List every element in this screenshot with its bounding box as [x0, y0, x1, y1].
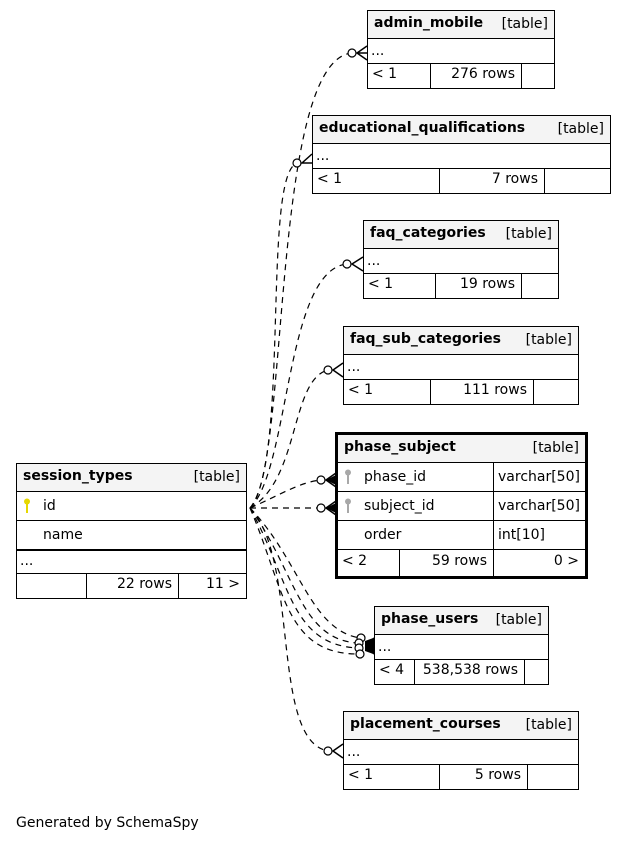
table-header: admin_mobile [table] [368, 11, 554, 39]
table-name[interactable]: phase_users [381, 611, 479, 627]
ellipsis: ... [371, 43, 385, 59]
edge-phase-id [249, 479, 322, 509]
table-type: [table] [505, 226, 552, 242]
table-placement-courses[interactable]: placement_courses [table] ... < 1 5 rows [343, 711, 579, 790]
ellipsis: ... [316, 148, 330, 164]
table-name[interactable]: session_types [23, 468, 133, 484]
table-type: [table] [501, 16, 548, 32]
table-name[interactable]: admin_mobile [374, 15, 484, 31]
more-columns-row: ... [368, 39, 554, 64]
column-name: name [43, 527, 83, 543]
primary-key-icon [24, 498, 30, 513]
stats-row: < 1 5 rows [344, 765, 578, 789]
table-educational-qualifications[interactable]: educational_qualifications [table] ... <… [312, 115, 611, 194]
stats-row: < 1 276 rows [368, 64, 554, 88]
column-type: int[10] [498, 527, 545, 543]
row-count: 7 rows [491, 171, 538, 187]
ellipsis: ... [347, 359, 361, 375]
table-name[interactable]: educational_qualifications [319, 120, 526, 136]
stats-row: < 4 538,538 rows [375, 660, 548, 684]
column-row: phase_id varchar[50] [338, 463, 585, 492]
parents-count[interactable]: < 1 [348, 767, 374, 783]
table-type: [table] [557, 121, 604, 137]
table-header: placement_courses [table] [344, 712, 578, 740]
stats-row: < 1 7 rows [313, 169, 610, 193]
more-columns-row: ... [344, 740, 578, 765]
table-phase-users[interactable]: phase_users [table] ... < 4 538,538 rows [374, 606, 549, 685]
column-type: varchar[50] [498, 469, 580, 485]
ellipsis: ... [347, 744, 361, 760]
row-count: 276 rows [451, 66, 515, 82]
edge-educational-qualifications [249, 162, 298, 509]
children-count[interactable]: 0 > [553, 553, 579, 569]
column-row: id [17, 492, 246, 521]
table-admin-mobile[interactable]: admin_mobile [table] ... < 1 276 rows [367, 10, 555, 89]
table-name[interactable]: faq_categories [370, 225, 486, 241]
row-count: 5 rows [474, 767, 521, 783]
row-count: 59 rows [431, 553, 487, 569]
row-count: 22 rows [116, 576, 172, 592]
stats-row: < 2 59 rows 0 > [338, 550, 585, 576]
parents-count[interactable]: < 1 [348, 382, 374, 398]
column-name: phase_id [364, 469, 427, 485]
edge-faq-sub-categories [249, 369, 329, 509]
more-columns-row: ... [313, 144, 610, 169]
more-columns-row: ... [375, 635, 548, 660]
column-name: subject_id [364, 498, 435, 514]
column-name: id [43, 498, 56, 514]
table-type: [table] [532, 440, 579, 456]
parents-count[interactable]: < 1 [368, 276, 394, 292]
children-count[interactable]: 11 > [206, 576, 240, 592]
parents-count[interactable]: < 1 [317, 171, 343, 187]
ellipsis: ... [367, 253, 381, 269]
table-type: [table] [495, 612, 542, 628]
table-header: educational_qualifications [table] [313, 116, 610, 144]
column-row: order int[10] [338, 521, 585, 550]
table-header: faq_sub_categories [table] [344, 327, 578, 355]
table-header: phase_subject [table] [338, 435, 585, 463]
generated-by-footer[interactable]: Generated by SchemaSpy [16, 815, 199, 831]
stats-row: 22 rows 11 > [17, 574, 246, 598]
foreign-key-icon [345, 469, 351, 484]
table-phase-subject[interactable]: phase_subject [table] phase_id varchar[5… [335, 432, 588, 579]
table-name[interactable]: placement_courses [350, 716, 501, 732]
table-type: [table] [525, 332, 572, 348]
edge-phase-users-3 [249, 507, 359, 649]
stats-row: < 1 111 rows [344, 380, 578, 404]
table-faq-sub-categories[interactable]: faq_sub_categories [table] ... < 1 111 r… [343, 326, 579, 405]
table-type: [table] [193, 469, 240, 485]
more-columns-row: ... [364, 249, 558, 274]
column-row: name [17, 521, 246, 550]
foreign-key-icon [345, 498, 351, 513]
more-columns-row: ... [17, 550, 246, 574]
more-columns-row: ... [344, 355, 578, 380]
column-type: varchar[50] [498, 498, 580, 514]
table-session-types[interactable]: session_types [table] id name ... 22 row… [16, 463, 247, 599]
edge-placement-courses [249, 507, 329, 752]
row-count: 111 rows [463, 382, 527, 398]
table-type: [table] [525, 717, 572, 733]
stats-row: < 1 19 rows [364, 274, 558, 298]
table-header: phase_users [table] [375, 607, 548, 635]
parents-count[interactable]: < 1 [372, 66, 398, 82]
ellipsis: ... [378, 639, 392, 655]
table-header: faq_categories [table] [364, 221, 558, 249]
edge-phase-users-1 [249, 507, 361, 639]
column-name: order [364, 527, 402, 543]
edge-phase-users-4 [249, 507, 361, 655]
row-count: 19 rows [459, 276, 515, 292]
edge-faq-categories [249, 263, 348, 509]
table-name[interactable]: faq_sub_categories [350, 331, 501, 347]
table-name[interactable]: phase_subject [344, 439, 456, 455]
row-count: 538,538 rows [422, 662, 518, 678]
ellipsis: ... [20, 553, 34, 569]
column-row: subject_id varchar[50] [338, 492, 585, 521]
table-faq-categories[interactable]: faq_categories [table] ... < 1 19 rows [363, 220, 559, 299]
table-header: session_types [table] [17, 464, 246, 492]
parents-count[interactable]: < 4 [379, 662, 405, 678]
parents-count[interactable]: < 2 [342, 553, 368, 569]
